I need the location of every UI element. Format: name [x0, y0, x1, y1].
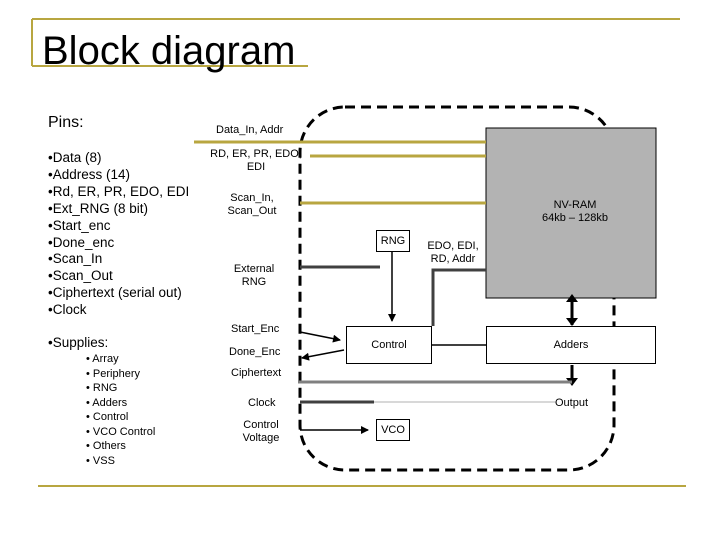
nvram-adders-arrowhead-up	[566, 294, 578, 302]
vco-label: VCO	[381, 424, 405, 436]
list-item: •Data (8)	[48, 150, 102, 165]
control-voltage-label-line1: Control	[243, 419, 279, 431]
control-voltage-label: Control Voltage	[232, 419, 290, 445]
edo-edi-label: EDO, EDI, RD, Addr	[420, 240, 486, 266]
rng-label: RNG	[380, 235, 406, 247]
list-item: • Adders	[86, 396, 128, 409]
rd-er-label-line1: RD, ER, PR, EDO,	[210, 148, 302, 160]
list-item: •Address (14)	[48, 166, 131, 182]
supply-list: • Array • Periphery • RNG • Adders • Con…	[86, 352, 155, 468]
external-rng-label-line1: External	[233, 263, 275, 275]
vco-block: VCO	[376, 419, 410, 441]
list-item: •Scan_In	[48, 251, 103, 267]
list-item: •Scan_Out	[48, 268, 113, 284]
edo-edi-bus	[431, 268, 486, 326]
list-item: •Start_enc	[48, 217, 111, 233]
scan-label-line1: Scan_In,	[230, 192, 274, 204]
edo-edi-label-line1: EDO, EDI,	[427, 240, 479, 252]
chip-boundary	[298, 105, 616, 472]
list-item: •Ext_RNG (8 bit)	[48, 200, 148, 216]
rng-block: RNG	[376, 230, 410, 252]
list-item: • RNG	[86, 382, 118, 394]
list-item: •Clock	[48, 302, 87, 318]
done-enc-label: Done_Enc	[229, 346, 281, 358]
pins-heading: Pins:	[48, 114, 84, 131]
data-in-addr-label: Data_In, Addr	[216, 124, 284, 136]
nvram-label: NV-RAM 64kb – 128kb	[520, 199, 630, 225]
external-rng-label: External RNG	[222, 263, 286, 289]
list-item: •Done_enc	[48, 234, 115, 250]
nvram-adders-arrowhead-down	[566, 318, 578, 326]
list-item: •Ciphertext (serial out)	[48, 285, 182, 301]
control-block: Control	[346, 326, 432, 364]
output-label: Output	[555, 397, 589, 409]
control-label: Control	[371, 339, 407, 351]
control-voltage-label-line2: Voltage	[242, 432, 280, 444]
list-item: • Periphery	[86, 367, 140, 380]
list-item: • VCO Control	[86, 425, 156, 438]
edo-edi-label-line2: RD, Addr	[430, 253, 476, 265]
scan-label-line2: Scan_Out	[227, 205, 277, 217]
nvram-label-line1: NV-RAM	[553, 199, 597, 211]
pin-list: •Data (8) •Address (14) •Rd, ER, PR, EDO…	[48, 150, 189, 319]
clock-label: Clock	[248, 397, 276, 409]
rd-er-label-line2: EDI	[246, 161, 266, 173]
list-item: • VSS	[86, 454, 115, 467]
start-enc-arrow	[299, 331, 341, 343]
adders-label: Adders	[553, 339, 589, 351]
rd-er-label: RD, ER, PR, EDO, EDI	[204, 148, 308, 174]
list-item: • Control	[86, 411, 129, 423]
done-enc-arrow	[301, 349, 345, 361]
ciphertext-label: Ciphertext	[231, 367, 282, 379]
adders-block: Adders	[486, 326, 656, 364]
nvram-label-line2: 64kb – 128kb	[541, 212, 609, 224]
nvram-block	[485, 127, 657, 299]
external-rng-label-line2: RNG	[241, 276, 267, 288]
list-item: •Rd, ER, PR, EDO, EDI	[48, 183, 190, 199]
page-title: Block diagram	[42, 29, 296, 73]
scan-label: Scan_In, Scan_Out	[214, 192, 290, 218]
supplies-heading: •Supplies:	[48, 335, 109, 350]
list-item: • Array	[86, 353, 119, 365]
list-item: • Others	[86, 440, 126, 452]
start-enc-label: Start_Enc	[231, 323, 280, 335]
